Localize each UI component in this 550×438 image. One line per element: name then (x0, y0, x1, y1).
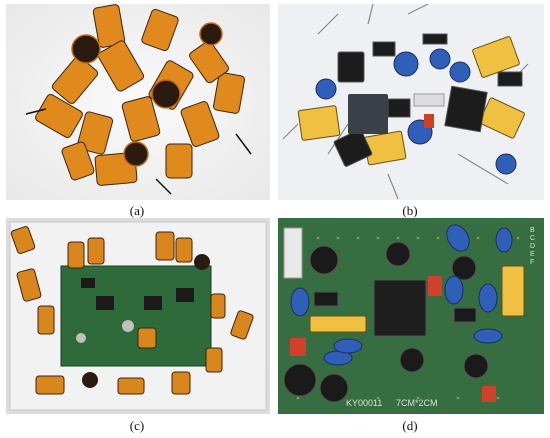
photo-panel-b (278, 4, 544, 200)
svg-text:C: C (530, 235, 535, 242)
svg-text:D: D (530, 243, 535, 250)
photo-panel-a (6, 4, 270, 200)
caption-c: (c) (129, 418, 145, 433)
svg-text:F: F (530, 259, 534, 266)
svg-text:E: E (530, 251, 535, 258)
svg-text:B: B (530, 227, 535, 234)
board-size-label: 7CM*2CM (396, 398, 438, 408)
photo-panel-c (6, 218, 270, 414)
caption-d: (d) (402, 418, 418, 433)
caption-b: (b) (402, 203, 418, 218)
caption-a: (a) (129, 203, 145, 218)
board-code-label: KY00011 (346, 398, 382, 408)
